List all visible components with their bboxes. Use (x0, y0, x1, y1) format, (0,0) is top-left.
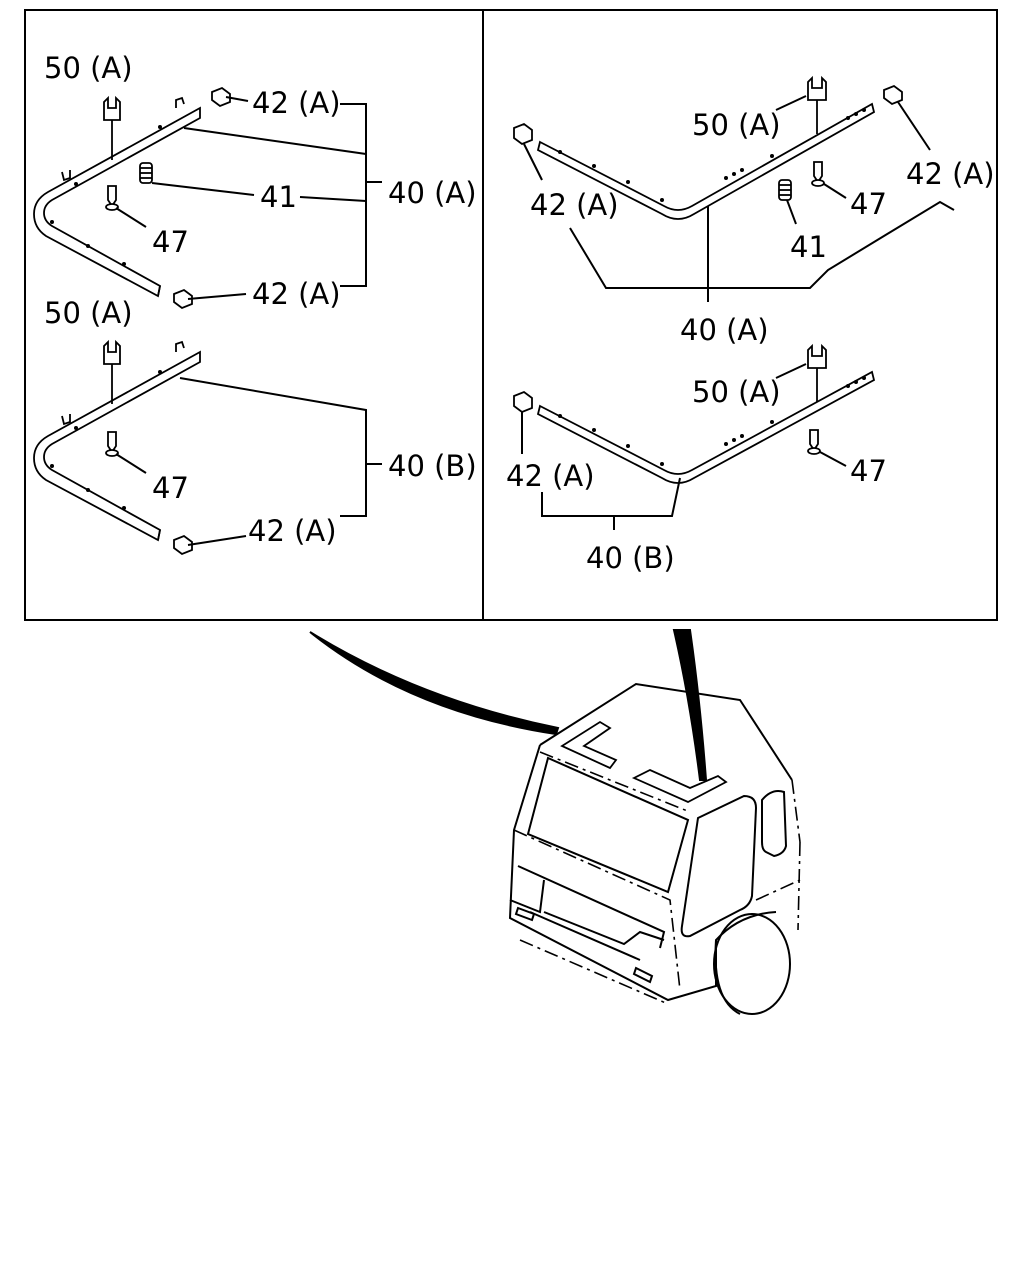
label-42a-tr-left: 42 (A) (530, 188, 619, 222)
label-47-tl: 47 (152, 225, 189, 259)
callout-arrow-right (672, 629, 708, 781)
label-50a-tr: 50 (A) (692, 108, 781, 142)
label-42a-tl-top: 42 (A) (252, 86, 341, 120)
panel-frame (24, 9, 998, 621)
rail-40b-right (536, 370, 876, 484)
label-41-tl: 41 (260, 180, 297, 214)
nut-42a-bl (173, 534, 193, 556)
screw-47-br (807, 429, 821, 455)
nut-42a-br (513, 390, 533, 414)
nut-42a-tl-bot (173, 288, 193, 310)
label-40a-tl: 40 (A) (388, 176, 477, 210)
leaders-tl (115, 96, 382, 300)
nut-42a-tr-right (883, 84, 903, 106)
leaders-br (521, 363, 847, 530)
rail-40a-left (33, 96, 201, 298)
clip-50a-bl (103, 339, 121, 404)
label-40a-tr: 40 (A) (680, 313, 769, 347)
label-47-br: 47 (850, 454, 887, 488)
clip-50a-tl (103, 95, 121, 160)
leaders-bl (115, 377, 382, 546)
label-42a-br: 42 (A) (506, 459, 595, 493)
rail-40b-left (33, 340, 201, 542)
grommet-41-tl (139, 162, 153, 184)
rail-40a-right (536, 102, 876, 220)
label-50a-tl: 50 (A) (44, 51, 133, 85)
label-42a-bl: 42 (A) (248, 514, 337, 548)
label-47-tr: 47 (850, 187, 887, 221)
screw-47-bl (105, 431, 119, 457)
truck-cab (508, 682, 801, 1015)
callout-arrow-left (309, 631, 560, 736)
nut-42a-tr-left (513, 122, 533, 146)
label-50a-bl: 50 (A) (44, 296, 133, 330)
label-50a-br: 50 (A) (692, 375, 781, 409)
leaders-tr (523, 95, 955, 302)
label-47-bl: 47 (152, 471, 189, 505)
grommet-41-tr (778, 179, 792, 201)
label-42a-tr-right: 42 (A) (906, 157, 995, 191)
screw-47-tr (811, 161, 825, 187)
label-40b-bl: 40 (B) (388, 449, 477, 483)
label-40b-br: 40 (B) (586, 541, 675, 575)
clip-50a-tr (807, 75, 827, 134)
nut-42a-tl-top (211, 86, 231, 108)
screw-47-tl (105, 185, 119, 211)
label-42a-tl-bot: 42 (A) (252, 277, 341, 311)
clip-50a-br (807, 343, 827, 402)
label-41-tr: 41 (790, 230, 827, 264)
